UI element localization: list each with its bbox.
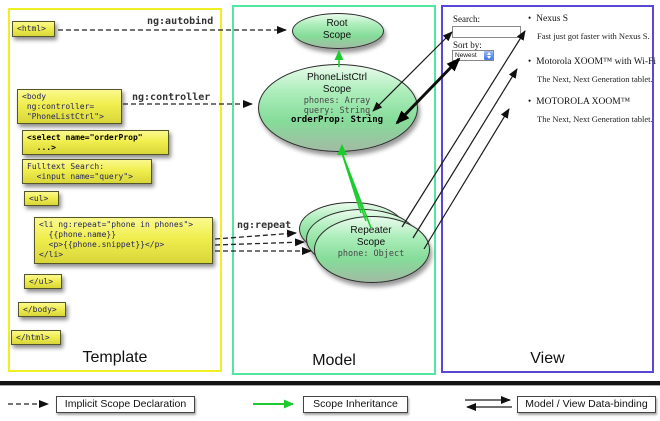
- template-panel: Template: [8, 8, 222, 372]
- phonelistctrl-prop-phones: phones: Array: [303, 96, 371, 106]
- code-box-li-repeat: <li ng:repeat="phone in phones"> {{phone…: [34, 217, 213, 264]
- phonelistctrl-scope-text: PhoneListCtrl Scope phones: Array query:…: [258, 72, 416, 126]
- edge-label-ng-autobind: ng:autobind: [147, 16, 214, 27]
- edge-label-ng-controller: ng:controller: [132, 92, 211, 103]
- phonelistctrl-prop-query: query: String: [303, 105, 371, 116]
- list-item-desc: Fast just got faster with Nexus S.: [537, 31, 650, 41]
- code-box-body-open: <body ng:controller= "PhoneListCtrl">: [17, 89, 122, 124]
- sort-dropdown[interactable]: Newest: [452, 50, 494, 61]
- legend-implicit-scope-declaration: Implicit Scope Declaration: [56, 396, 195, 413]
- phonelistctrl-prop-orderprop: orderProp: String: [290, 115, 384, 125]
- list-item-title: MOTOROLA XOOM™: [528, 96, 630, 107]
- legend-model-view-data-binding: Model / View Data-binding: [517, 396, 656, 413]
- code-box-html-close: </html>: [11, 330, 61, 345]
- code-box-ul-open: <ul>: [24, 191, 59, 206]
- dropdown-stepper-icon: [484, 51, 493, 60]
- code-box-fulltext-search: Fulltext Search: <input name="query">: [22, 159, 152, 184]
- list-item-desc: The Next, Next Generation tablet.: [537, 74, 653, 84]
- view-panel-label: View: [530, 350, 565, 367]
- legend-arrow-binding: [465, 396, 512, 411]
- repeater-scope-text: Repeater Scope phone: Object: [314, 225, 428, 260]
- root-scope-text: Root Scope: [292, 18, 382, 41]
- code-box-html-open: <html>: [12, 21, 55, 37]
- sort-dropdown-value: Newest: [455, 52, 477, 59]
- search-input[interactable]: [452, 26, 521, 38]
- model-panel-label: Model: [312, 352, 356, 369]
- list-item-desc: The Next, Next Generation tablet.: [537, 114, 653, 124]
- sort-by-label: Sort by:: [453, 40, 482, 50]
- legend-scope-inheritance: Scope Inheritance: [303, 396, 408, 413]
- code-box-select-orderprop: <select name="orderProp" ...>: [22, 130, 169, 155]
- code-box-body-close: </body>: [18, 302, 66, 317]
- root-scope-ellipse: [292, 13, 384, 49]
- legend-divider: [0, 381, 660, 386]
- list-item-title: Nexus S: [528, 13, 568, 24]
- root-scope-title: Root Scope: [322, 18, 352, 41]
- search-label: Search:: [453, 14, 480, 24]
- repeater-scope-title: Repeater Scope: [350, 225, 392, 248]
- code-box-ul-close: </ul>: [24, 274, 62, 289]
- repeater-prop-phone: phone: Object: [337, 249, 405, 259]
- template-panel-label: Template: [82, 349, 148, 366]
- phonelistctrl-scope-title: PhoneListCtrl Scope: [306, 72, 368, 95]
- edge-label-ng-repeat: ng:repeat: [237, 220, 292, 231]
- model-panel: Model: [232, 5, 436, 375]
- list-item-title: Motorola XOOM™ with Wi-Fi: [528, 56, 656, 67]
